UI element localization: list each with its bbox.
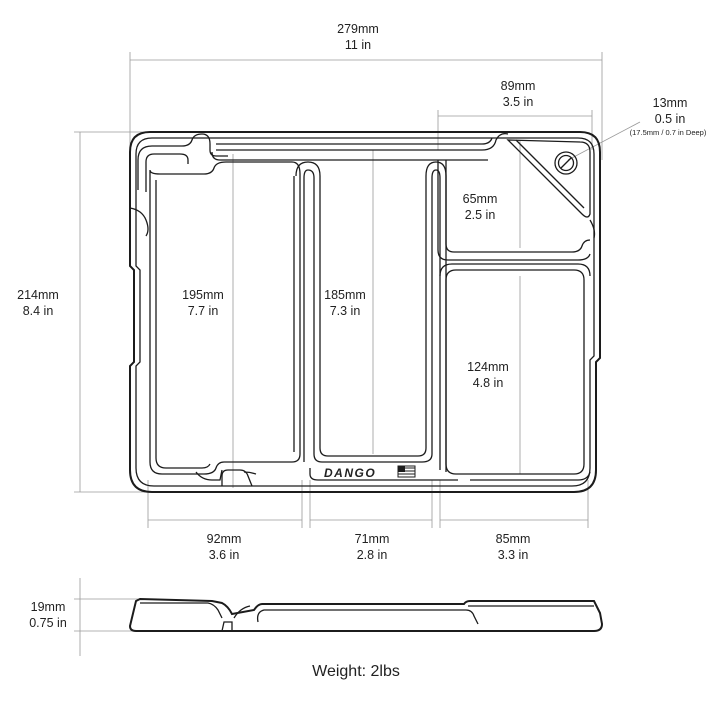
middle-compartment [303,169,441,470]
tray-side-view [128,597,604,632]
middle-length-in: 7.3 in [330,304,361,318]
overall-width-in: 11 in [345,38,371,52]
top-right-depth-mm: 65mm [463,192,498,206]
right-bottom-width-in: 3.3 in [498,548,529,562]
weight-label: Weight: 2lbs [312,663,400,680]
magnet-hole-in: 0.5 in [655,112,686,126]
overall-height-in: 8.4 in [23,304,54,318]
bottom-right-length-mm: 124mm [467,360,509,374]
tray-height-mm: 19mm [31,600,66,614]
tray-outer-outline [129,131,601,493]
left-compartment [149,161,301,475]
magnet-hole-depth: (17.5mm / 0.7 in Deep) [630,128,707,137]
left-divider [295,161,447,472]
overall-width-mm: 279mm [337,22,379,36]
middle-width-in: 2.8 in [357,548,388,562]
overall-height-mm: 214mm [17,288,59,302]
tray-top-view: DANGO [129,131,601,493]
brand-logo: DANGO [324,466,376,480]
dimension-labels: 279mm 11 in 89mm 3.5 in 13mm 0.5 in (17.… [17,22,707,680]
dimension-lines [74,52,641,656]
right-bottom-width-mm: 85mm [496,532,531,546]
tray-height-in: 0.75 in [29,616,67,630]
middle-width-mm: 71mm [355,532,390,546]
flag-icon [397,465,416,478]
right-width-mm: 89mm [501,79,536,93]
magnet-hole-mm: 13mm [653,96,688,110]
bottom-right-length-in: 4.8 in [473,376,504,390]
bottom-right-compartment [445,269,585,475]
top-right-depth-in: 2.5 in [465,208,496,222]
left-length-mm: 195mm [182,288,224,302]
left-width-mm: 92mm [207,532,242,546]
left-length-in: 7.7 in [188,304,219,318]
left-width-in: 3.6 in [209,548,240,562]
top-right-compartment [445,160,591,253]
right-width-in: 3.5 in [503,95,534,109]
middle-length-mm: 185mm [324,288,366,302]
magnet-hole-icon [554,151,578,175]
